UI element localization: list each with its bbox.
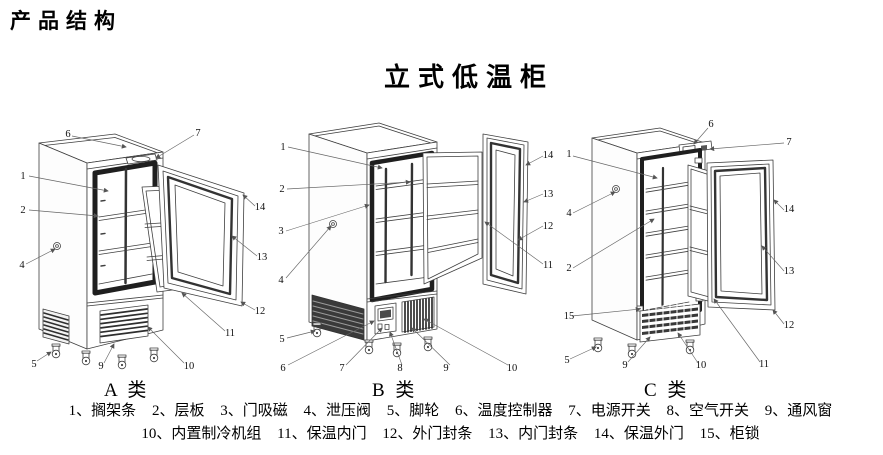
figure-a: 6 7 1 2 4 14 13 12 11 5 9 10: [8, 116, 268, 374]
legend-line-2: 10、内置制冷机组 11、保温内门 12、外门封条 13、内门封条 14、保温外…: [18, 423, 883, 446]
legend-item: 11、保温内门: [277, 426, 367, 442]
callout-label: 10: [507, 363, 518, 374]
callout-label: 12: [543, 221, 554, 232]
legend-item: 9、通风窗: [764, 403, 833, 419]
leader-lines: [569, 127, 785, 364]
callout-label: 14: [784, 204, 795, 215]
callout-label: 4: [566, 208, 572, 219]
casters: [51, 343, 159, 370]
callout-label: 9: [443, 363, 448, 374]
legend-item: 2、层板: [151, 403, 205, 419]
control-box: [374, 302, 397, 335]
callout-numbers: 6 7 1 4 2 15 5 9 10 11 12 13 14: [564, 119, 795, 371]
legend-item: 14、保温外门: [593, 426, 684, 442]
callout-label: 6: [708, 119, 713, 130]
callout-label: 15: [564, 311, 575, 322]
callout-label: 5: [31, 359, 36, 370]
front-vent-grille: [99, 304, 149, 344]
pressure-valve: [612, 185, 620, 193]
leader-lines: [25, 134, 258, 364]
callout-label: 7: [195, 128, 200, 139]
legend-item: 3、门吸磁: [220, 403, 288, 419]
callout-label: 1: [280, 142, 285, 153]
cabinet-b-drawing: 1 2 3 4 5 6 7 8 9 10 11 12 13 14: [278, 122, 554, 374]
legend-item: 8、空气开关: [666, 403, 750, 419]
callout-label: 8: [397, 363, 402, 374]
legend-item: 12、外门封条: [382, 426, 473, 442]
callout-label: 5: [279, 334, 284, 345]
figure-b-label: B 类: [372, 380, 418, 401]
figure-c: 6 7 1 4 2 15 5 9 10 11 12 13 14: [562, 112, 880, 376]
callout-label: 11: [225, 328, 235, 339]
callout-label: 10: [184, 361, 195, 372]
callout-label: 10: [696, 360, 707, 371]
callout-label: 12: [784, 320, 795, 331]
callout-label: 14: [543, 150, 554, 161]
callout-label: 2: [279, 184, 284, 195]
callout-numbers: 1 2 3 4 5 6 7 8 9 10 11 12 13 14: [278, 142, 554, 374]
callout-label: 4: [278, 275, 284, 286]
leader-lines: [285, 146, 544, 366]
parts-legend: 1、搁架条 2、层板 3、门吸磁 4、泄压阀 5、脚轮 6、温度控制器 7、电源…: [0, 400, 883, 446]
callout-label: 11: [543, 260, 553, 271]
figure-a-label: A 类: [104, 380, 150, 401]
callout-label: 4: [19, 260, 25, 271]
callout-label: 9: [622, 360, 627, 371]
legend-item: 4、泄压阀: [303, 403, 371, 419]
callout-label: 7: [786, 137, 791, 148]
callout-label: 12: [255, 306, 266, 317]
legend-item: 10、内置制冷机组: [141, 426, 262, 442]
legend-item: 5、脚轮: [386, 403, 440, 419]
figure-b: 1 2 3 4 5 6 7 8 9 10 11 12 13 14: [272, 112, 558, 376]
callout-label: 7: [339, 363, 344, 374]
cabinet-lock: [636, 305, 644, 312]
callout-numbers: 6 7 1 2 4 14 13 12 11 5 9 10: [19, 128, 267, 372]
callout-label: 5: [564, 355, 569, 366]
side-vent-grille: [311, 294, 365, 341]
outer-door: [157, 164, 245, 307]
callout-label: 9: [98, 361, 103, 372]
temperature-controller: [125, 153, 158, 165]
callout-label: 14: [255, 202, 266, 213]
cabinet-c-body: [591, 127, 776, 359]
callout-label: 6: [280, 363, 285, 374]
legend-item: 13、内门封条: [488, 426, 579, 442]
cabinet-a-body: [38, 133, 245, 370]
legend-line-1: 1、搁架条 2、层板 3、门吸磁 4、泄压阀 5、脚轮 6、温度控制器 7、电源…: [18, 400, 883, 423]
shelves: [645, 181, 690, 281]
outer-door: [706, 159, 776, 311]
cabinet-c-drawing: 6 7 1 4 2 15 5 9 10 11 12 13 14: [564, 119, 795, 371]
callout-label: 2: [566, 263, 571, 274]
legend-item: 1、搁架条: [68, 403, 137, 419]
figure-title: 立式低温柜: [383, 63, 554, 92]
figure-c-label: C 类: [644, 380, 690, 401]
front-vent-grille: [639, 302, 701, 343]
inner-door: [422, 151, 483, 285]
cabinet-b-body: [308, 122, 529, 358]
section-heading: 产品结构: [10, 9, 122, 33]
callout-label: 2: [20, 205, 25, 216]
front-vent-grille: [401, 296, 435, 334]
callout-label: 6: [65, 129, 70, 140]
shelves: [98, 208, 153, 255]
callout-label: 1: [20, 171, 25, 182]
callout-label: 13: [543, 189, 554, 200]
pressure-valve: [53, 242, 61, 250]
legend-item: 7、电源开关: [568, 403, 651, 419]
callout-label: 11: [759, 359, 769, 370]
legend-item: 15、柜锁: [699, 426, 760, 442]
side-vent-grille: [42, 308, 70, 345]
legend-item: 6、温度控制器: [455, 403, 553, 419]
outer-door: [482, 133, 529, 295]
callout-label: 3: [278, 226, 283, 237]
callout-label: 13: [784, 266, 795, 277]
cabinet-a-drawing: 6 7 1 2 4 14 13 12 11 5 9 10: [19, 128, 267, 372]
callout-label: 13: [257, 252, 268, 263]
callout-label: 1: [566, 149, 571, 160]
